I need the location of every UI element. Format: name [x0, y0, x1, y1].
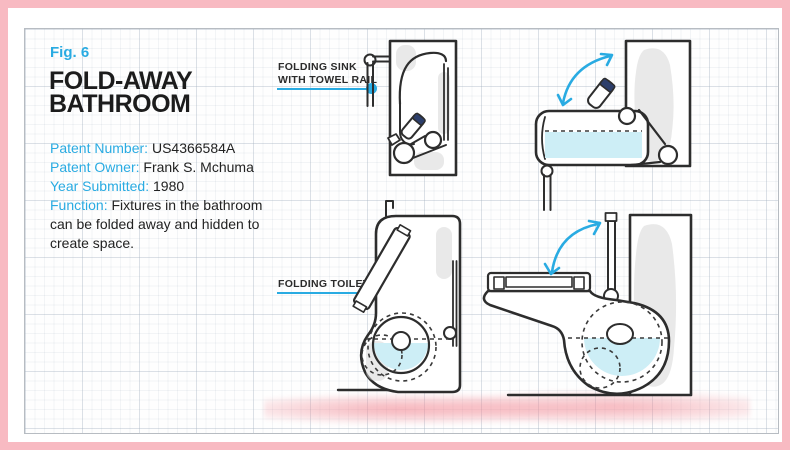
hinge-circle [443, 326, 457, 340]
sink-water [545, 132, 642, 158]
year-submitted-row: Year Submitted: 1980 [50, 177, 288, 196]
page-title: FOLD-AWAY BATHROOM [49, 67, 193, 118]
trap-dashed-circle [361, 334, 403, 376]
patent-owner-row: Patent Owner: Frank S. Mchuma [50, 158, 288, 177]
drain-pipe [443, 63, 449, 141]
pencil-smudge [436, 227, 452, 279]
toilet-water [374, 343, 428, 370]
unfolded-sink-drawing [534, 39, 692, 211]
patent-number-value: US4366584A [151, 140, 236, 156]
sink-annotation: FOLDING SINK WITH TOWEL RAIL [278, 61, 377, 86]
wall-hook [385, 200, 394, 217]
fold-arrow-icon [556, 52, 614, 107]
patent-number-label: Patent Number: [50, 140, 149, 156]
patent-owner-label: Patent Owner: [50, 159, 140, 175]
towel-rail-icon [540, 164, 554, 211]
patent-info: Patent Number: US4366584A Patent Owner: … [50, 139, 288, 253]
faucet-icon [587, 77, 616, 109]
sink-annotation-line1: FOLDING SINK [278, 61, 357, 73]
pencil-smudge [414, 152, 444, 170]
toilet-annotation: FOLDING TOILET [278, 278, 370, 291]
year-submitted-value: 1980 [153, 178, 185, 194]
trap-dashed-circle [579, 347, 621, 389]
unfolded-toilet-drawing [482, 212, 693, 397]
folded-toilet-drawing [336, 200, 462, 394]
function-label: Function: [50, 197, 108, 213]
pivot-circle [423, 130, 443, 150]
towel-rail-icon [363, 53, 391, 107]
function-row: Function: Fixtures in the bathroom can b… [50, 196, 288, 253]
bracket-tab [387, 133, 401, 146]
basin-inner-curve [541, 116, 546, 160]
folded-sink-drawing [363, 39, 458, 177]
faucet-icon [400, 112, 426, 140]
sink-annotation-line2: WITH TOWEL RAIL [278, 73, 378, 86]
toilet-leader-line [277, 292, 372, 294]
upper-pivot-circle [617, 106, 637, 126]
fig-label: Fig. 6 [50, 44, 90, 61]
drain-circle [392, 141, 416, 165]
bowl-dashed-circle [581, 301, 663, 383]
patent-number-row: Patent Number: US4366584A [50, 139, 288, 158]
function-value: Fixtures in the bathroom can be folded a… [50, 197, 263, 251]
folded-basin-rim [398, 51, 448, 106]
drain-circle [391, 331, 411, 351]
page-title-line1: FOLD-AWAY [49, 67, 193, 95]
fold-arrow-icon [543, 219, 602, 276]
flush-rod [607, 220, 616, 292]
sink-pointer-dot [366, 83, 377, 94]
fold-arm [629, 108, 667, 167]
toilet-annotation-line1: FOLDING TOILET [278, 278, 370, 290]
sink-leader-line [277, 88, 371, 90]
lower-pivot-circle [657, 144, 679, 166]
flush-rod-cap [604, 212, 618, 222]
folded-seat-lid [352, 223, 412, 313]
patent-owner-value: Frank S. Mchuma [143, 159, 254, 175]
page-title-line2: BATHROOM [49, 90, 191, 118]
bowl-circle [371, 315, 431, 375]
year-submitted-label: Year Submitted: [50, 178, 150, 194]
drain-oval [606, 323, 634, 345]
pencil-smudge [396, 45, 416, 71]
open-seat-lid [486, 271, 592, 293]
bowl-dashed-circle [367, 312, 437, 382]
fold-linkage [410, 135, 447, 159]
